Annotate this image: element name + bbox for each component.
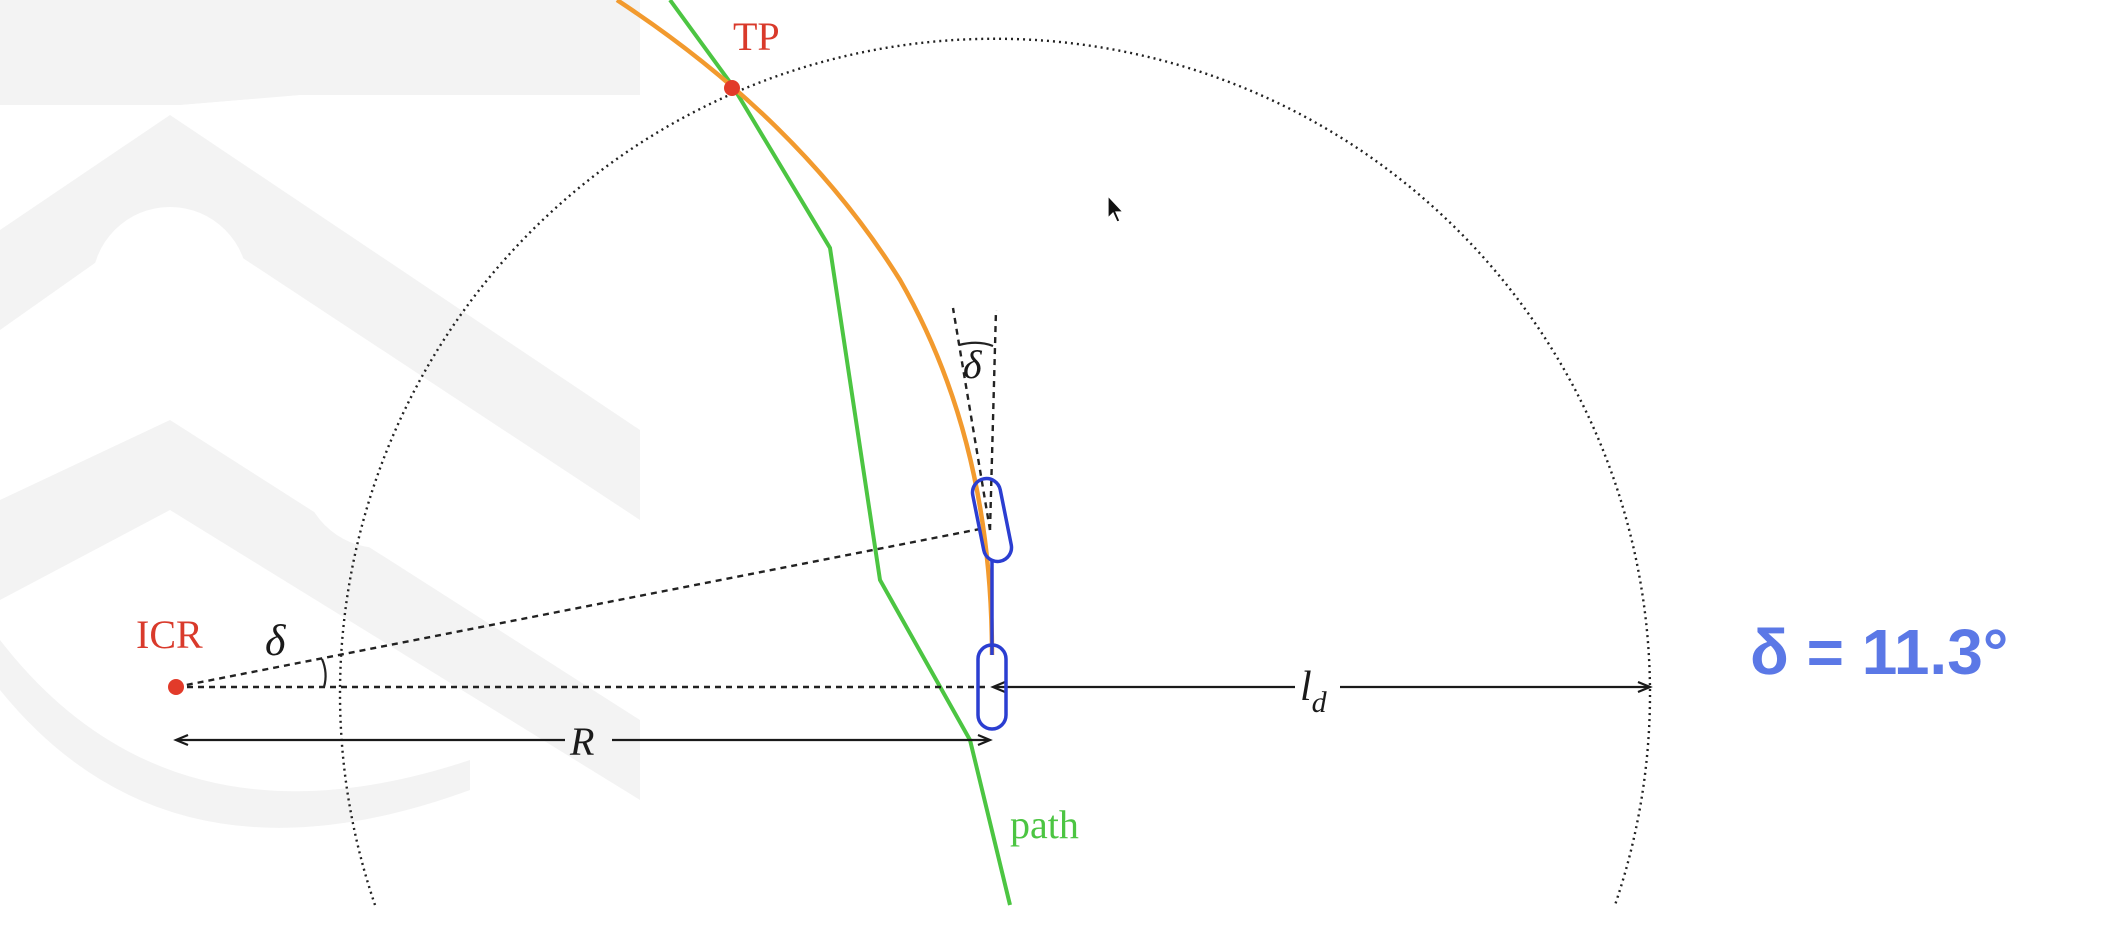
icr-to-front-line [175, 526, 986, 689]
target-point-label: TP [733, 14, 780, 59]
radius-dimension [173, 733, 993, 747]
icr-angle-arc [320, 658, 327, 688]
watermark-crest [0, 0, 640, 828]
front-wheel [970, 476, 1014, 564]
steering-angle-readout: δ = 11.3° [1750, 616, 2008, 688]
lookahead-distance-label: ld [1300, 664, 1328, 719]
reference-path [668, 0, 1012, 906]
lookahead-dimension [990, 680, 1653, 694]
target-point-marker [724, 80, 740, 96]
wheel-angle-arc [958, 341, 994, 348]
path-label: path [1010, 802, 1079, 847]
rear-wheel [976, 643, 1008, 731]
radius-label: R [569, 719, 594, 764]
icr-label: ICR [136, 612, 203, 657]
steering-arc [615, 0, 995, 656]
lookahead-distance-sub: d [1312, 686, 1328, 719]
wheel-angle-label: δ [963, 342, 983, 387]
lookahead-distance-main: l [1300, 664, 1312, 710]
vehicle-axis-line [988, 309, 998, 531]
mouse-pointer-icon [1107, 194, 1125, 223]
icr-point-marker [168, 679, 184, 695]
icr-angle-label: δ [265, 616, 287, 665]
bicycle-model-vehicle [970, 476, 1014, 731]
lookahead-circle [338, 37, 1652, 906]
